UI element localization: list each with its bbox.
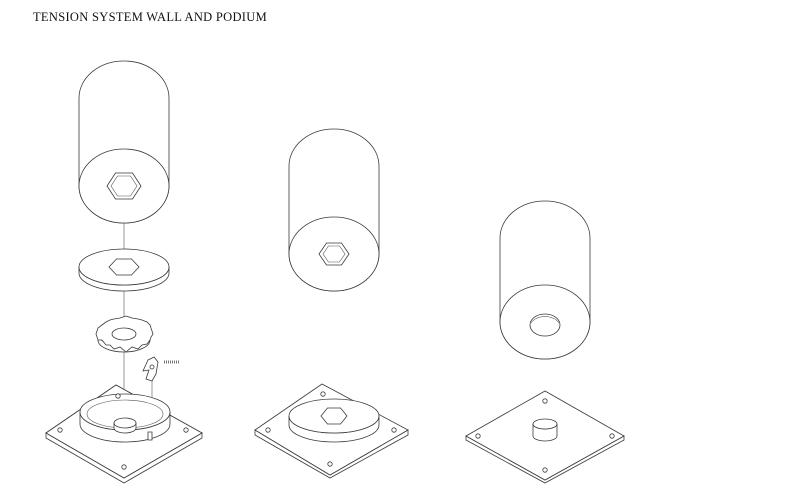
upper-cylinder-1 — [79, 61, 169, 223]
base-plate-pin — [466, 391, 624, 483]
hex-socket-assembly — [255, 129, 408, 478]
hex-washer — [79, 249, 169, 291]
round-bore — [530, 314, 560, 336]
upper-cylinder-3 — [500, 201, 590, 359]
base-plate-hex — [255, 384, 408, 478]
pawl-latch — [143, 357, 180, 432]
ratchet-cog — [96, 316, 153, 352]
diagram-caption: TENSION SYSTEM WALL AND PODIUM — [33, 10, 268, 24]
exploded-tension-assembly — [46, 61, 202, 483]
upper-cylinder-2 — [289, 129, 379, 291]
base-plate-cup — [46, 385, 202, 483]
round-bore-assembly — [466, 201, 624, 483]
